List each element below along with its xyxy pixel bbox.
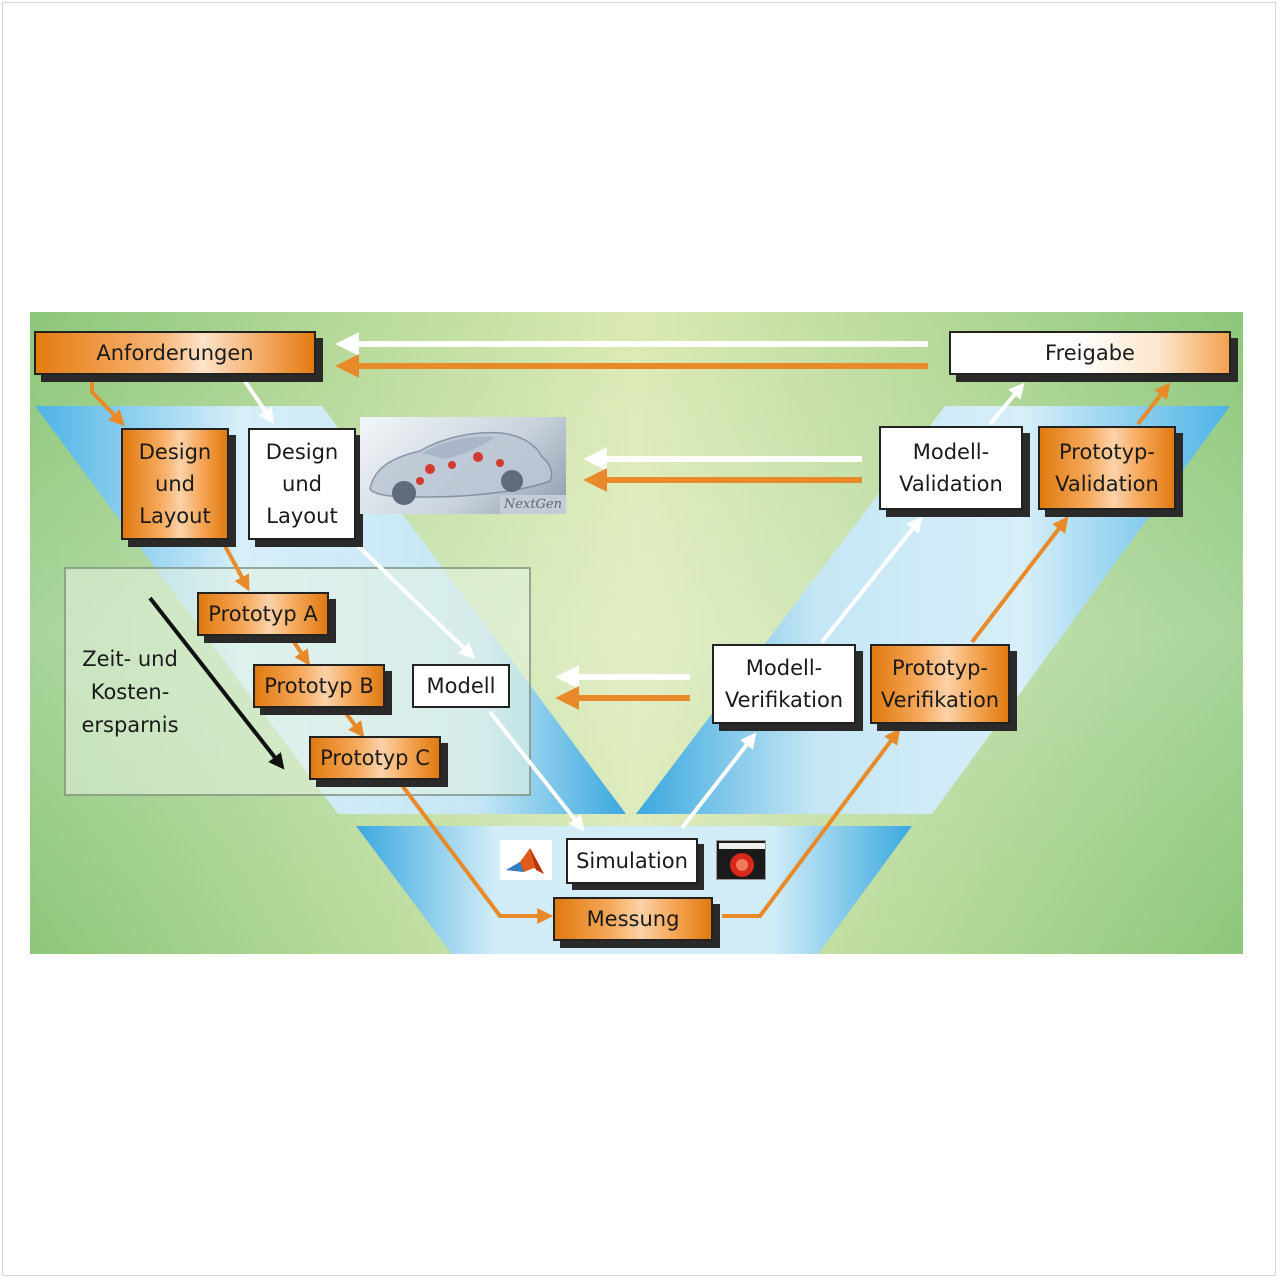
arrow-simulation-to-modell-verifikation — [680, 732, 757, 830]
savings-label: Zeit- und Kosten- ersparnis — [81, 647, 179, 737]
arrow-modell-verifikation-to-validation — [820, 516, 923, 644]
design-layout-model-box: Design und Layout — [248, 428, 356, 540]
nextgen-label: NextGen — [503, 497, 562, 512]
arrow-messung-to-prototyp-verifikation — [722, 728, 901, 918]
modell-verifikation-box: Modell- Verifikation — [712, 644, 856, 724]
prototyp-c-box: Prototyp C — [309, 736, 441, 780]
prototyp-b-box: Prototyp B — [253, 664, 385, 708]
simulation-box: Simulation — [566, 838, 698, 884]
arrow-prototyp-a-to-b — [288, 634, 310, 666]
messung-box: Messung — [553, 897, 713, 941]
anforderungen-box: Anforderungen — [34, 331, 316, 375]
design-layout-prototype-box: Design und Layout — [121, 428, 229, 540]
arrow-modell-to-simulation-white — [488, 710, 585, 832]
modell-validation-box: Modell- Validation — [879, 426, 1023, 510]
car-model-image: NextGen — [360, 417, 566, 514]
arrow-design-to-modell-white — [354, 542, 476, 659]
ascet-logo-icon — [716, 840, 766, 880]
arrow-design-to-prototyp-a — [222, 543, 250, 592]
bottom-band — [356, 826, 912, 954]
car-icon — [369, 431, 566, 514]
arrow-prototyp-b-to-c — [340, 706, 365, 738]
prototyp-verifikation-box: Prototyp- Verifikation — [870, 644, 1010, 724]
arrow-prototyp-c-to-messung — [396, 778, 554, 924]
prototyp-validation-box: Prototyp- Validation — [1038, 426, 1176, 510]
prototyp-a-box: Prototyp A — [197, 592, 329, 636]
matlab-logo-icon — [500, 840, 552, 880]
arrow-modell-validation-to-freigabe — [988, 382, 1025, 426]
modell-box: Modell — [412, 664, 510, 708]
savings-arrow — [148, 596, 285, 770]
freigabe-box: Freigabe — [949, 331, 1231, 375]
arrow-anforderungen-to-design-white — [242, 378, 275, 424]
arrow-anforderungen-to-design-orange — [90, 376, 126, 427]
arrow-prototyp-verifikation-to-validation — [970, 516, 1069, 644]
arrow-prototyp-validation-to-freigabe — [1136, 382, 1171, 426]
